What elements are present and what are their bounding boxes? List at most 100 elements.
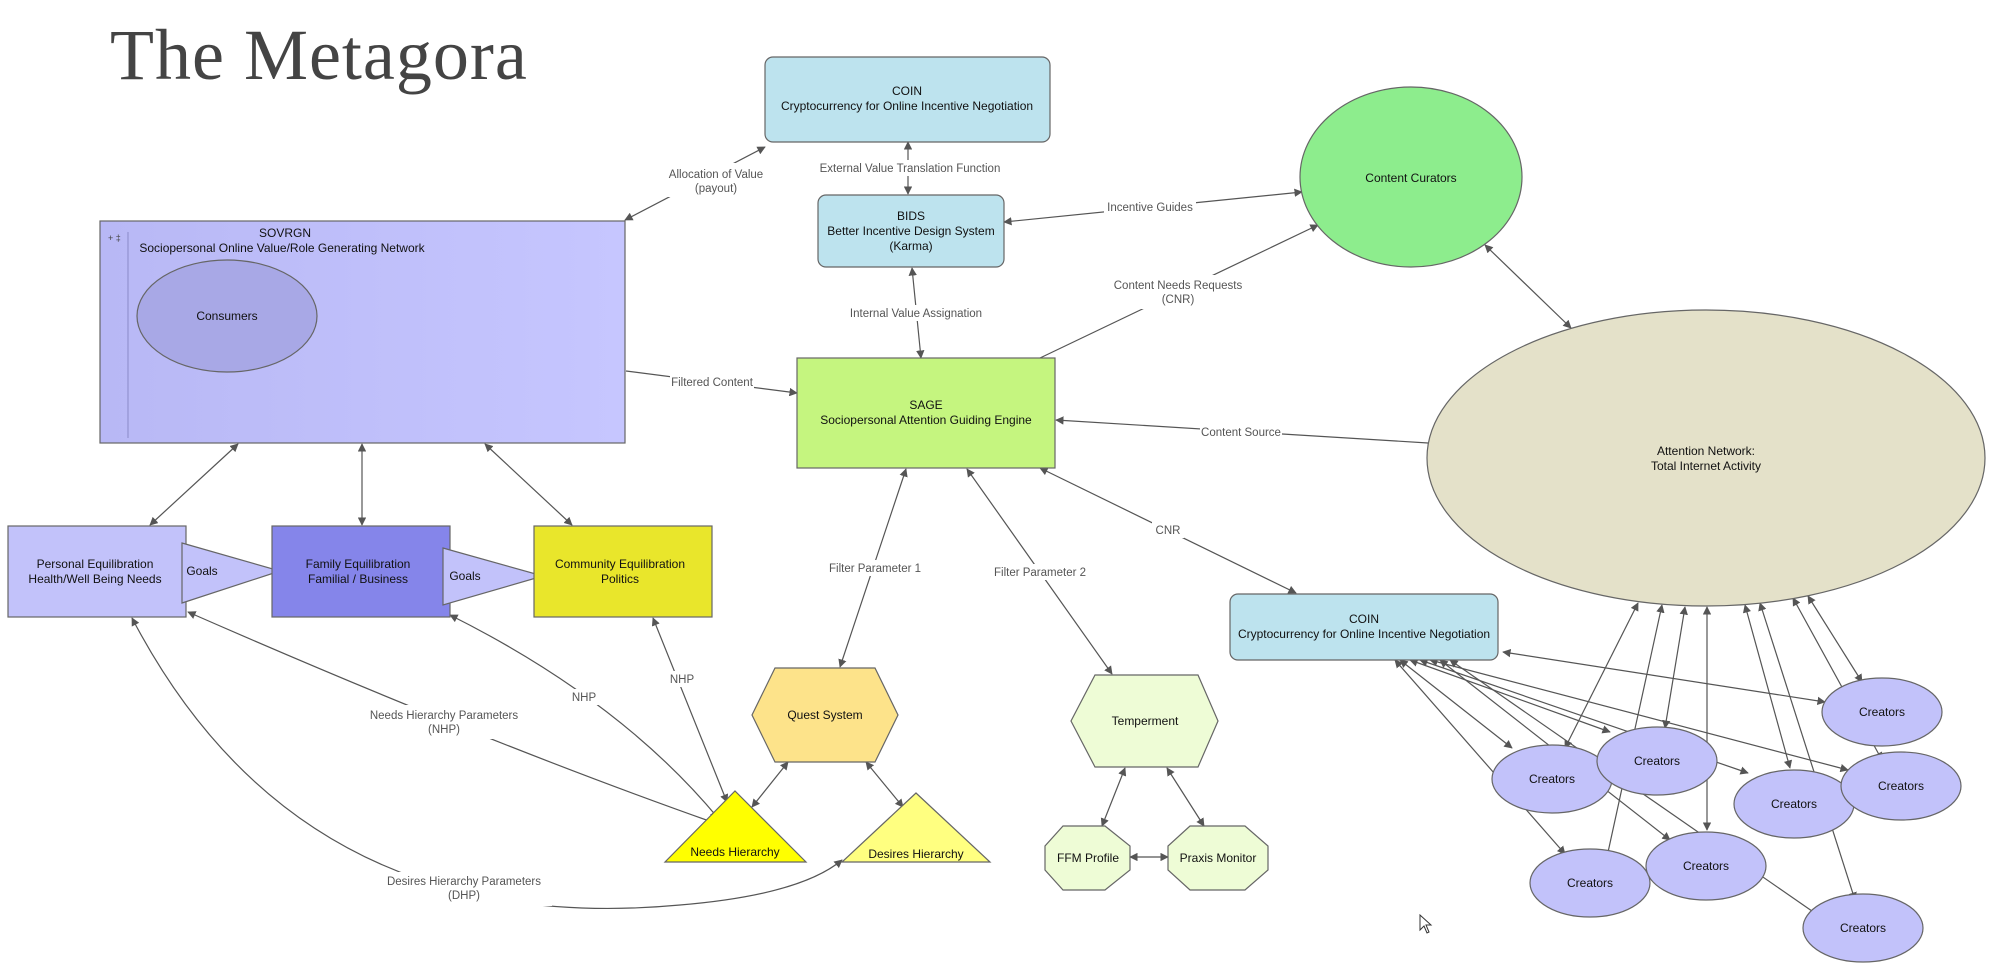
- sovrgn-node[interactable]: + ‡ SOVRGN Sociopersonal Online Value/Ro…: [99, 220, 626, 444]
- creator-node[interactable]: Creators: [1733, 769, 1855, 839]
- family-title: Family Equilibration: [306, 557, 411, 571]
- edge-label-filter-1: Filter Parameter 1: [829, 563, 921, 575]
- sage-node[interactable]: SAGE Sociopersonal Attention Guiding Eng…: [796, 357, 1056, 469]
- needs-hierarchy-node[interactable]: Needs Hierarchy: [663, 790, 808, 863]
- creator-label: Creators: [1529, 772, 1575, 786]
- coin-top-title: COIN: [892, 84, 922, 98]
- edge-temperment-ffm: [1100, 767, 1127, 827]
- creator-label: Creators: [1859, 705, 1905, 719]
- edge-labels: Allocation of Value (payout) External Va…: [362, 160, 1282, 906]
- creator-node[interactable]: Creators: [1596, 726, 1718, 796]
- consumers-label: Consumers: [196, 309, 257, 323]
- bids-title: BIDS: [897, 209, 925, 223]
- sovrgn-marker: + ‡: [108, 233, 121, 243]
- edge-label-nhp-community: NHP: [670, 674, 695, 686]
- community-equilibration-node[interactable]: Community Equilibration Politics: [533, 525, 713, 618]
- edge-curators-attention: [1484, 244, 1572, 329]
- creator-label: Creators: [1683, 859, 1729, 873]
- edge-attention-creators: [1807, 595, 1863, 683]
- edge-attention-creators: [1662, 606, 1688, 729]
- creator-label: Creators: [1567, 876, 1613, 890]
- needs-hierarchy-label: Needs Hierarchy: [690, 845, 779, 859]
- edge-label-filter-2: Filter Parameter 2: [994, 567, 1086, 579]
- attention-subtitle: Total Internet Activity: [1651, 459, 1761, 473]
- coin-top-node[interactable]: COIN Cryptocurrency for Online Incentive…: [764, 56, 1051, 143]
- edge-label-dhp-params: Desires Hierarchy Parameters: [387, 876, 541, 888]
- edge-attention-creators: [1564, 602, 1639, 749]
- attention-title: Attention Network:: [1657, 444, 1755, 458]
- coin-top-subtitle: Cryptocurrency for Online Incentive Nego…: [781, 99, 1033, 113]
- goals-arrow-1[interactable]: Goals: [181, 542, 283, 604]
- sage-title: SAGE: [909, 398, 942, 412]
- praxis-monitor-label: Praxis Monitor: [1180, 851, 1257, 865]
- bids-subtitle: Better Incentive Design System: [827, 224, 994, 238]
- goals-label-1: Goals: [186, 564, 217, 578]
- edge-quest-needs: [751, 761, 789, 808]
- edge-quest-desires: [865, 761, 904, 808]
- edge-temperment-praxis: [1166, 767, 1205, 827]
- edge-coin-creators: [1409, 658, 1611, 734]
- goals-label-2: Goals: [449, 569, 480, 583]
- goals-arrow-2[interactable]: Goals: [442, 547, 546, 606]
- bids-node[interactable]: BIDS Better Incentive Design System (Kar…: [817, 194, 1005, 268]
- ffm-profile-label: FFM Profile: [1057, 851, 1119, 865]
- edge-label-filtered: Filtered Content: [671, 377, 754, 389]
- edge-label-nhp-family: NHP: [572, 692, 597, 704]
- desires-hierarchy-label: Desires Hierarchy: [868, 847, 963, 861]
- personal-equilibration-node[interactable]: Personal Equilibration Health/Well Being…: [7, 525, 187, 618]
- praxis-monitor-node[interactable]: Praxis Monitor: [1167, 825, 1269, 891]
- quest-system-node[interactable]: Quest System: [751, 667, 899, 763]
- page-title: The Metagora: [110, 15, 528, 95]
- edge-coin-creators: [1502, 649, 1826, 705]
- edge-label-external: External Value Translation Function: [820, 163, 1001, 175]
- coin-right-title: COIN: [1349, 612, 1379, 626]
- creator-node[interactable]: Creators: [1529, 848, 1651, 918]
- edge-label-internal: Internal Value Assignation: [850, 308, 982, 320]
- creator-label: Creators: [1634, 754, 1680, 768]
- sovrgn-title: SOVRGN: [259, 226, 311, 240]
- creator-label: Creators: [1840, 921, 1886, 935]
- creator-node[interactable]: Creators: [1821, 677, 1943, 747]
- creator-node[interactable]: Creators: [1840, 751, 1962, 821]
- bids-karma: (Karma): [889, 239, 932, 253]
- creators-group: Creators Creators Creators Creators Crea…: [1491, 677, 1962, 963]
- edge-sovrgn-community: [484, 443, 573, 526]
- edge-personal-desires: [131, 617, 843, 909]
- temperment-node[interactable]: Temperment: [1070, 674, 1219, 768]
- edge-label-dhp-params-sub: (DHP): [448, 890, 480, 902]
- sovrgn-subtitle: Sociopersonal Online Value/Role Generati…: [139, 241, 425, 255]
- edge-label-cnr-request-sub: (CNR): [1162, 294, 1195, 306]
- desires-hierarchy-node[interactable]: Desires Hierarchy: [840, 792, 992, 863]
- sage-subtitle: Sociopersonal Attention Guiding Engine: [820, 413, 1032, 427]
- consumers-node[interactable]: [136, 259, 318, 373]
- creator-node[interactable]: Creators: [1802, 893, 1924, 963]
- quest-system-label: Quest System: [787, 708, 862, 722]
- family-equilibration-node[interactable]: Family Equilibration Familial / Business: [271, 525, 451, 618]
- edge-label-allocation: Allocation of Value: [669, 169, 763, 181]
- family-subtitle: Familial / Business: [308, 572, 408, 586]
- ffm-profile-node[interactable]: FFM Profile: [1044, 825, 1131, 891]
- coin-right-subtitle: Cryptocurrency for Online Incentive Nego…: [1238, 627, 1490, 641]
- temperment-label: Temperment: [1112, 714, 1179, 728]
- edge-label-incentive: Incentive Guides: [1107, 202, 1193, 214]
- edge-attention-creators: [1742, 604, 1793, 769]
- mouse-cursor-icon: [1419, 914, 1433, 934]
- creator-node[interactable]: Creators: [1491, 744, 1613, 814]
- coin-right-node[interactable]: COIN Cryptocurrency for Online Incentive…: [1229, 593, 1499, 661]
- personal-subtitle: Health/Well Being Needs: [28, 572, 161, 586]
- creator-label: Creators: [1771, 797, 1817, 811]
- community-title: Community Equilibration: [555, 557, 685, 571]
- content-curators-node[interactable]: Content Curators: [1299, 86, 1523, 268]
- edge-label-source: Content Source: [1201, 427, 1281, 439]
- edge-label-allocation-sub: (payout): [695, 183, 737, 195]
- edge-label-nhp-params: Needs Hierarchy Parameters: [370, 710, 519, 722]
- creator-node[interactable]: Creators: [1645, 831, 1767, 901]
- content-curators-label: Content Curators: [1365, 171, 1456, 185]
- creator-label: Creators: [1878, 779, 1924, 793]
- edge-label-cnr-request: Content Needs Requests: [1114, 280, 1243, 292]
- attention-network-node[interactable]: Attention Network: Total Internet Activi…: [1426, 309, 1986, 607]
- personal-title: Personal Equilibration: [37, 557, 154, 571]
- edge-label-cnr: CNR: [1156, 525, 1181, 537]
- community-subtitle: Politics: [601, 572, 639, 586]
